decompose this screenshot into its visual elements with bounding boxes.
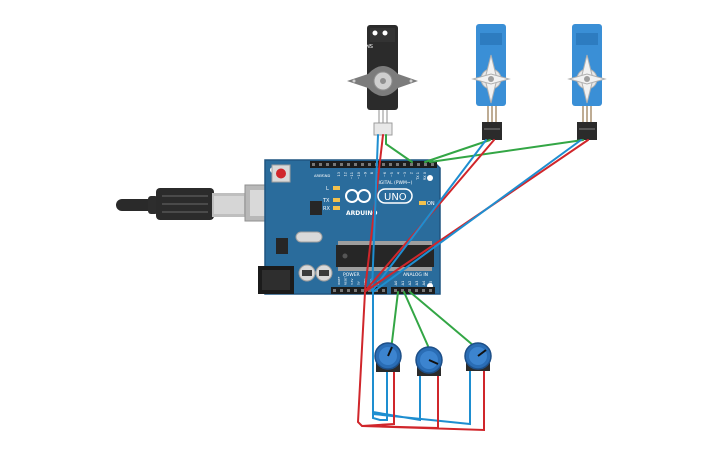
digital-header-label: DIGITAL (PWM~): [375, 180, 413, 186]
digital-pin-label: 13: [337, 172, 341, 176]
digital-header-hole: [368, 163, 371, 166]
reset-button[interactable]: [271, 164, 291, 183]
usb-cable: [116, 188, 246, 220]
arduino-logo-icon: [345, 189, 371, 203]
analog-header-label: ANALOG IN: [403, 272, 428, 278]
digital-header-hole: [403, 163, 406, 166]
servo-motor-3: [567, 24, 607, 140]
gnd-label: GND: [322, 174, 330, 178]
digital-pin-label: 4: [396, 171, 400, 174]
digital-header-hole: [424, 163, 427, 166]
analog-pin-label: A0: [394, 281, 398, 286]
wire-blue-pot-ground: [372, 291, 471, 426]
servo-1-label: SM-S2309S: [345, 42, 373, 48]
digital-header-hole: [340, 163, 343, 166]
wire-blue-servo3: [372, 139, 582, 293]
digital-pin-label: ~3: [403, 172, 407, 177]
power-header: [331, 287, 387, 294]
digital-header-hole: [389, 163, 392, 166]
wire-red-pot-power: [356, 291, 485, 432]
potentiometer-3[interactable]: [464, 342, 492, 371]
digital-pin-label: ~9: [363, 172, 367, 177]
wire-green-servo2: [424, 139, 491, 163]
digital-pin-label: 8: [370, 172, 374, 174]
digital-header-hole: [382, 163, 385, 166]
tx-led-label: TX: [322, 198, 330, 204]
wires: [356, 134, 589, 432]
wire-blue-servo1: [371, 134, 379, 291]
digital-header-hole: [431, 163, 434, 166]
digital-pin-label: 2: [410, 172, 414, 174]
analog-header-hole: [422, 289, 425, 292]
chip-socket-top: [338, 241, 432, 245]
digital-pin-label: 12: [344, 172, 348, 176]
on-led-label: ON: [427, 201, 435, 207]
board-brand: ARDUINO: [346, 210, 377, 217]
aref-label: AREF: [314, 174, 323, 178]
power-header-hole: [368, 289, 371, 292]
power-header-hole: [340, 289, 343, 292]
servo-motor-2: [471, 24, 511, 140]
dc-power-jack: [258, 266, 294, 294]
power-pin-label: 3.3V: [350, 279, 354, 285]
analog-pin-label: A3: [415, 281, 419, 286]
power-pin-label: 5V: [357, 281, 361, 285]
analog-header: [391, 287, 435, 294]
digital-header-hole: [347, 163, 350, 166]
digital-header-hole: [319, 163, 322, 166]
servo-motor-1: SM-S2309S: [345, 25, 418, 136]
digital-header-hole: [417, 163, 420, 166]
l-led-label: L: [326, 186, 329, 192]
digital-header-hole: [396, 163, 399, 166]
power-pin-label: RESET: [344, 276, 348, 285]
analog-header-hole: [394, 289, 397, 292]
capacitors: [298, 264, 333, 282]
digital-header: [310, 161, 437, 168]
wire-blue-servo2: [371, 139, 487, 292]
digital-pin-label: ~10: [357, 172, 361, 179]
digital-pin-label: TX 1: [416, 172, 420, 181]
digital-header-hole: [326, 163, 329, 166]
digital-header-hole: [354, 163, 357, 166]
digital-pin-label: ~6: [383, 172, 387, 177]
crystal: [295, 231, 323, 243]
power-header-hole: [347, 289, 350, 292]
digital-header-hole: [361, 163, 364, 166]
analog-pin-label: A4: [422, 280, 426, 285]
analog-header-hole: [401, 289, 404, 292]
wire-green-servo3: [429, 139, 584, 163]
wire-green-pot3: [409, 291, 475, 347]
wire-green-servo1: [385, 134, 413, 163]
digital-header-hole: [410, 163, 413, 166]
power-header-hole: [333, 289, 336, 292]
digital-header-hole: [333, 163, 336, 166]
power-pin-label: IOREF: [337, 276, 341, 285]
analog-pin-label: A2: [408, 281, 412, 286]
analog-header-hole: [429, 289, 432, 292]
digital-pin-label: ~5: [390, 172, 394, 177]
rx-led-label: RX: [323, 206, 330, 212]
analog-header-hole: [408, 289, 411, 292]
status-leds: [333, 186, 426, 210]
digital-pin-label: ~11: [350, 172, 354, 179]
power-header-label: POWER: [343, 272, 360, 278]
usb-chip: [310, 201, 322, 215]
power-header-hole: [361, 289, 364, 292]
digital-header-hole: [312, 163, 315, 166]
voltage-regulator: [276, 238, 288, 254]
atmega-chip: [336, 245, 434, 267]
power-header-hole: [382, 289, 385, 292]
wire-green-pot2: [403, 291, 429, 347]
potentiometer-2[interactable]: [415, 346, 443, 376]
power-header-hole: [354, 289, 357, 292]
analog-pin-label: A1: [401, 281, 405, 286]
board-model: UNO: [384, 192, 407, 203]
analog-header-hole: [415, 289, 418, 292]
digital-pin-label: RX 0: [423, 172, 427, 180]
analog-pin-label: A5: [429, 281, 433, 286]
potentiometer-1[interactable]: [374, 342, 402, 372]
